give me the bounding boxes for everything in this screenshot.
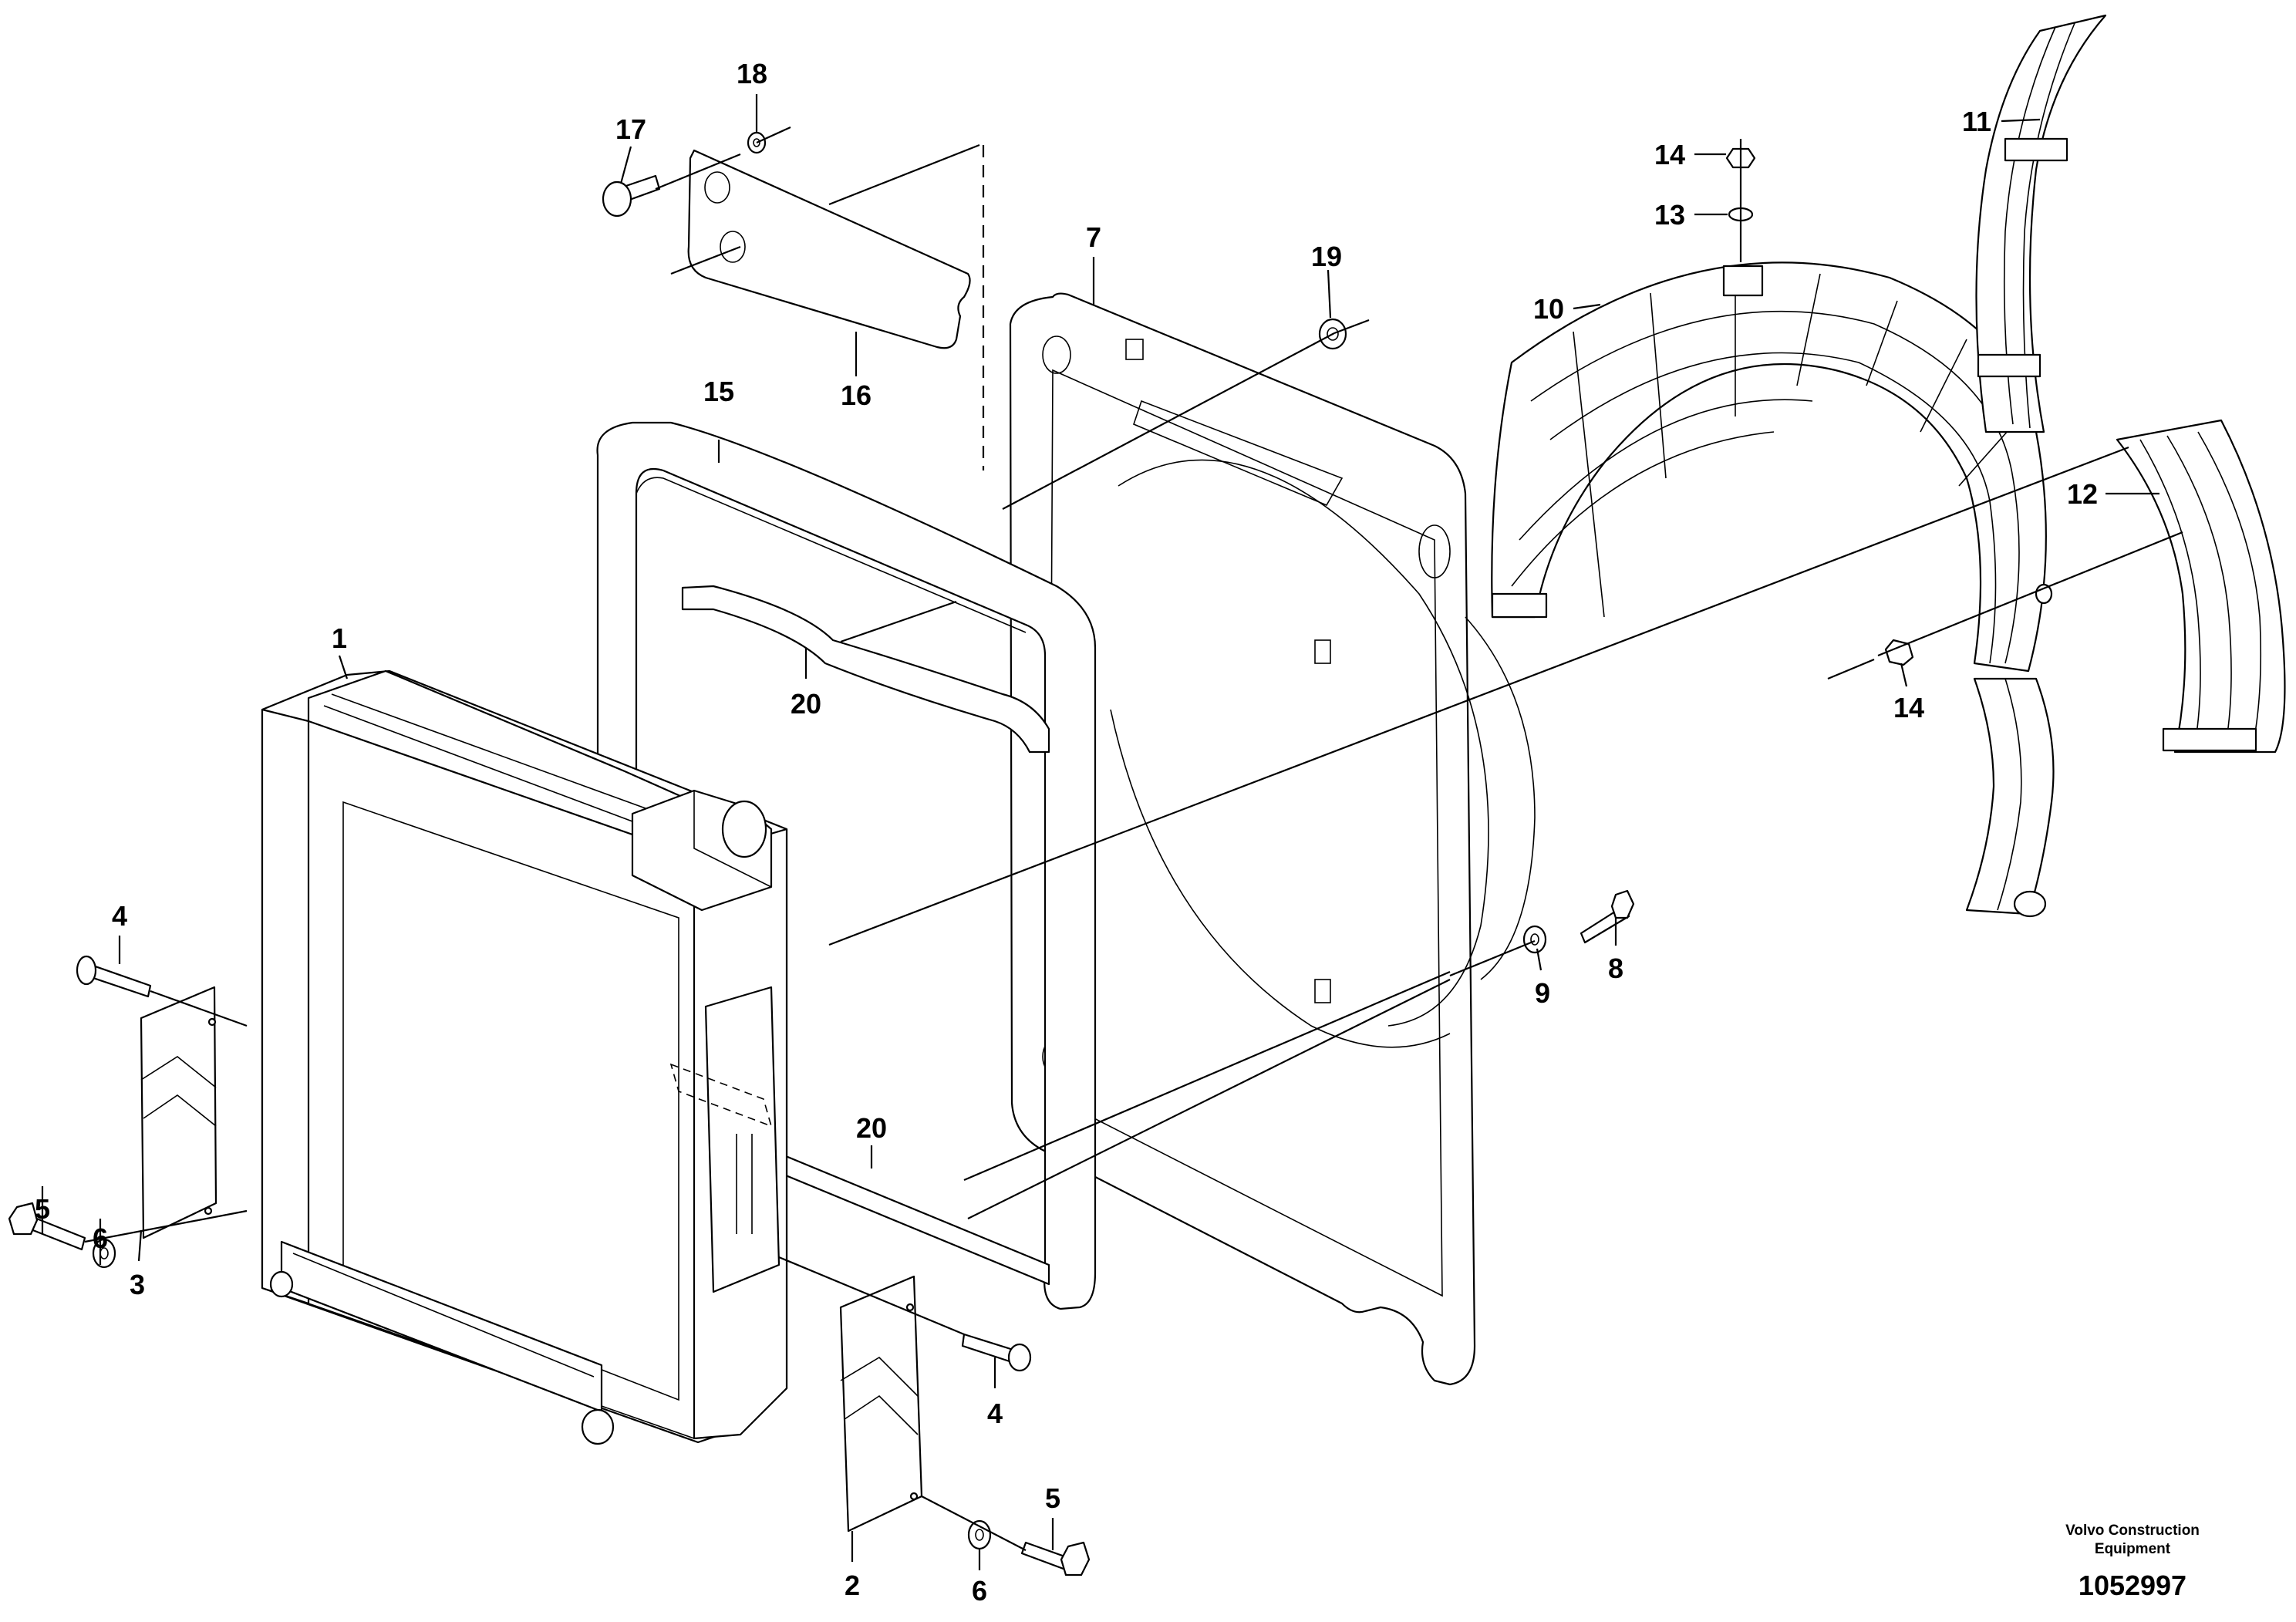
bolt-4-left (76, 955, 152, 998)
callout-14-lower: 14 (1893, 692, 1924, 723)
guard-segment-12 (2116, 419, 2286, 754)
callout-4-bottom: 4 (987, 1398, 1003, 1429)
assembly-lines (84, 126, 2183, 1551)
callout-5-left: 5 (35, 1193, 50, 1225)
document-number: 1052997 (2079, 1570, 2186, 1601)
callout-12: 12 (2067, 478, 2098, 510)
callout-20-lower: 20 (856, 1112, 887, 1144)
fan-shroud (1009, 292, 1536, 1386)
nut-14-lower (1884, 639, 1914, 666)
callout-6-left: 6 (93, 1222, 108, 1254)
callout-18: 18 (737, 58, 767, 89)
callout-6-bottom: 6 (972, 1575, 987, 1607)
washer-small-right (2035, 583, 2053, 605)
callout-9: 9 (1535, 977, 1550, 1009)
callout-8: 8 (1608, 953, 1623, 984)
foam-strip-lower (758, 1144, 1050, 1286)
fan-guard (1491, 261, 2047, 673)
rivet (602, 174, 661, 218)
callout-14-upper: 14 (1654, 139, 1685, 170)
washer-6-bottom (967, 1519, 992, 1550)
bolt-8 (1580, 889, 1635, 944)
callout-20-upper: 20 (791, 688, 821, 720)
bolt-5-left (8, 1202, 86, 1251)
washer-9 (1522, 925, 1547, 954)
bolt-5-bottom (1020, 1541, 1091, 1576)
washer-6-left (92, 1238, 116, 1269)
callout-17: 17 (615, 113, 646, 145)
callout-13: 13 (1654, 199, 1685, 231)
foam-strip-upper (681, 585, 1050, 754)
callout-19: 19 (1311, 241, 1342, 272)
cover-plate (687, 149, 971, 349)
callouts: 1 2 3 4 4 5 5 6 6 7 8 9 10 11 12 13 14 1… (35, 58, 2098, 1607)
guard-lower-arc (1965, 677, 2055, 918)
callout-16: 16 (841, 379, 872, 411)
callout-11: 11 (1962, 106, 1991, 137)
bolt-4-bottom (961, 1333, 1032, 1372)
leader-lines (41, 94, 2159, 1570)
callout-10: 10 (1533, 293, 1564, 325)
callout-3: 3 (130, 1269, 145, 1300)
radiator (261, 669, 788, 1445)
brand-line-1: Volvo Construction (2065, 1523, 2200, 1539)
seal-frame (596, 421, 1097, 1310)
bracket-bottom (839, 1275, 923, 1533)
bracket-left (140, 986, 217, 1239)
callout-1: 1 (332, 622, 347, 654)
guard-segment-11 (1975, 14, 2107, 433)
callout-2: 2 (845, 1570, 860, 1601)
callout-7: 7 (1086, 221, 1101, 253)
brand-line-2: Equipment (2095, 1541, 2171, 1557)
callout-5-bottom: 5 (1045, 1482, 1060, 1514)
callout-4-left: 4 (112, 900, 127, 932)
callout-15: 15 (703, 376, 734, 407)
